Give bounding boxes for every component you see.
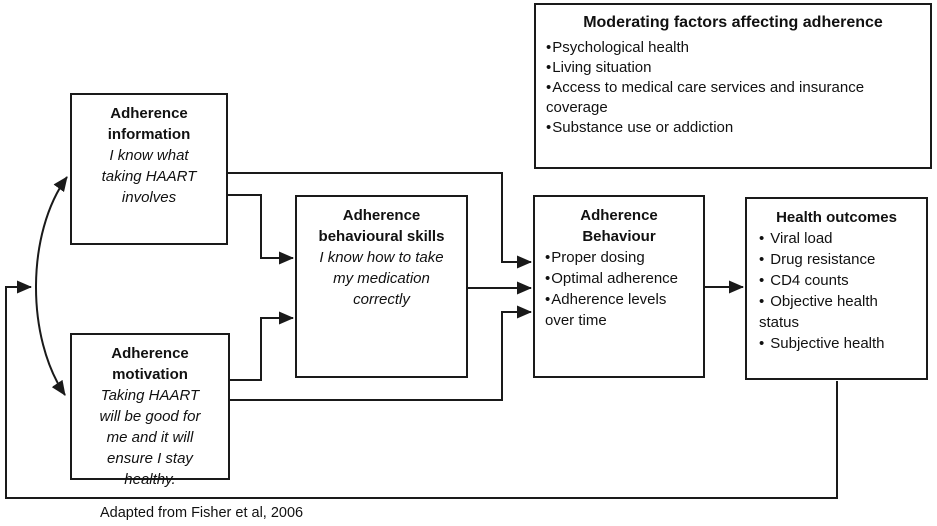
health-outcomes-title: Health outcomes xyxy=(776,209,897,226)
list-item-text: Subjective health xyxy=(770,335,885,352)
list-item: • Viral load xyxy=(759,228,922,249)
list-item-text: Drug resistance xyxy=(770,251,876,268)
bullet-glyph: • xyxy=(759,335,765,352)
arrow-motivation-to-behaviour xyxy=(230,305,532,401)
behavioural-skills-box: Adherence behavioural skills I know how … xyxy=(295,195,468,378)
list-item: • CD4 counts xyxy=(759,270,922,291)
list-item-text: Psychological health xyxy=(552,39,690,56)
list-item: •Proper dosing xyxy=(545,247,699,268)
feedback-loop-outcomes-to-curve-arrow xyxy=(5,280,838,499)
bullet-glyph: • xyxy=(759,251,765,268)
bullet-glyph: • xyxy=(546,119,552,136)
curve-information-motivation-bidirectional-arrow xyxy=(35,176,68,396)
bullet-glyph: • xyxy=(546,39,552,56)
list-item-text: Optimal adherence xyxy=(551,270,679,287)
source-caption: Adapted from Fisher et al, 2006 xyxy=(100,505,304,521)
list-item: •Adherence levels over time xyxy=(545,289,699,331)
adherence-information-title: Adherence information xyxy=(107,105,191,143)
list-item-text: Access to medical care services and insu… xyxy=(546,79,865,116)
adherence-motivation-quote: Taking HAART will be good for me and it … xyxy=(99,387,201,488)
arrow-motivation-to-skills xyxy=(230,311,294,381)
adherence-behaviour-title: Adherence Behaviour xyxy=(580,207,658,245)
bullet-glyph: • xyxy=(759,230,765,247)
list-item-text: Viral load xyxy=(770,230,833,247)
arrow-information-to-behaviour xyxy=(228,172,532,269)
list-item-text: Substance use or addiction xyxy=(552,119,734,136)
list-item: •Living situation xyxy=(546,58,920,78)
list-item-text: Objective health status xyxy=(759,293,878,331)
health-outcomes-box: Health outcomes • Viral load • Drug resist… xyxy=(745,197,928,380)
moderating-factors-title: Moderating factors affecting adherence xyxy=(583,14,883,31)
list-item: •Psychological health xyxy=(546,38,920,58)
list-item: • Drug resistance xyxy=(759,249,922,270)
adherence-information-box: Adherence information I know what taking… xyxy=(70,93,228,245)
behavioural-skills-quote: I know how to take my medication correct… xyxy=(319,249,444,308)
adherence-information-quote: I know what taking HAART involves xyxy=(101,147,197,206)
list-item-text: CD4 counts xyxy=(770,272,849,289)
behavioural-skills-title: Adherence behavioural skills xyxy=(318,207,445,245)
list-item-text: Living situation xyxy=(552,59,652,76)
moderating-factors-box: Moderating factors affecting adherence •… xyxy=(534,3,932,169)
bullet-glyph: • xyxy=(545,291,551,308)
adherence-motivation-title: Adherence motivation xyxy=(111,345,189,383)
list-item: •Access to medical care services and ins… xyxy=(546,78,920,118)
bullet-glyph: • xyxy=(545,249,551,266)
list-item: •Objective health status xyxy=(759,291,922,333)
bullet-glyph: • xyxy=(546,59,552,76)
arrow-information-to-skills xyxy=(228,194,294,265)
bullet-glyph: • xyxy=(759,272,765,289)
list-item: • Subjective health xyxy=(759,333,922,354)
bullet-glyph: • xyxy=(545,270,551,287)
bullet-glyph: • xyxy=(759,293,765,310)
list-item: •Substance use or addiction xyxy=(546,118,920,138)
adherence-behaviour-box: Adherence Behaviour •Proper dosing •Opti… xyxy=(533,195,705,378)
list-item-text: Proper dosing xyxy=(551,249,645,266)
adherence-motivation-box: Adherence motivation Taking HAART will b… xyxy=(70,333,230,488)
list-item-text: Adherence levels over time xyxy=(545,291,667,329)
list-item: •Optimal adherence xyxy=(545,268,699,289)
bullet-glyph: • xyxy=(546,79,552,96)
